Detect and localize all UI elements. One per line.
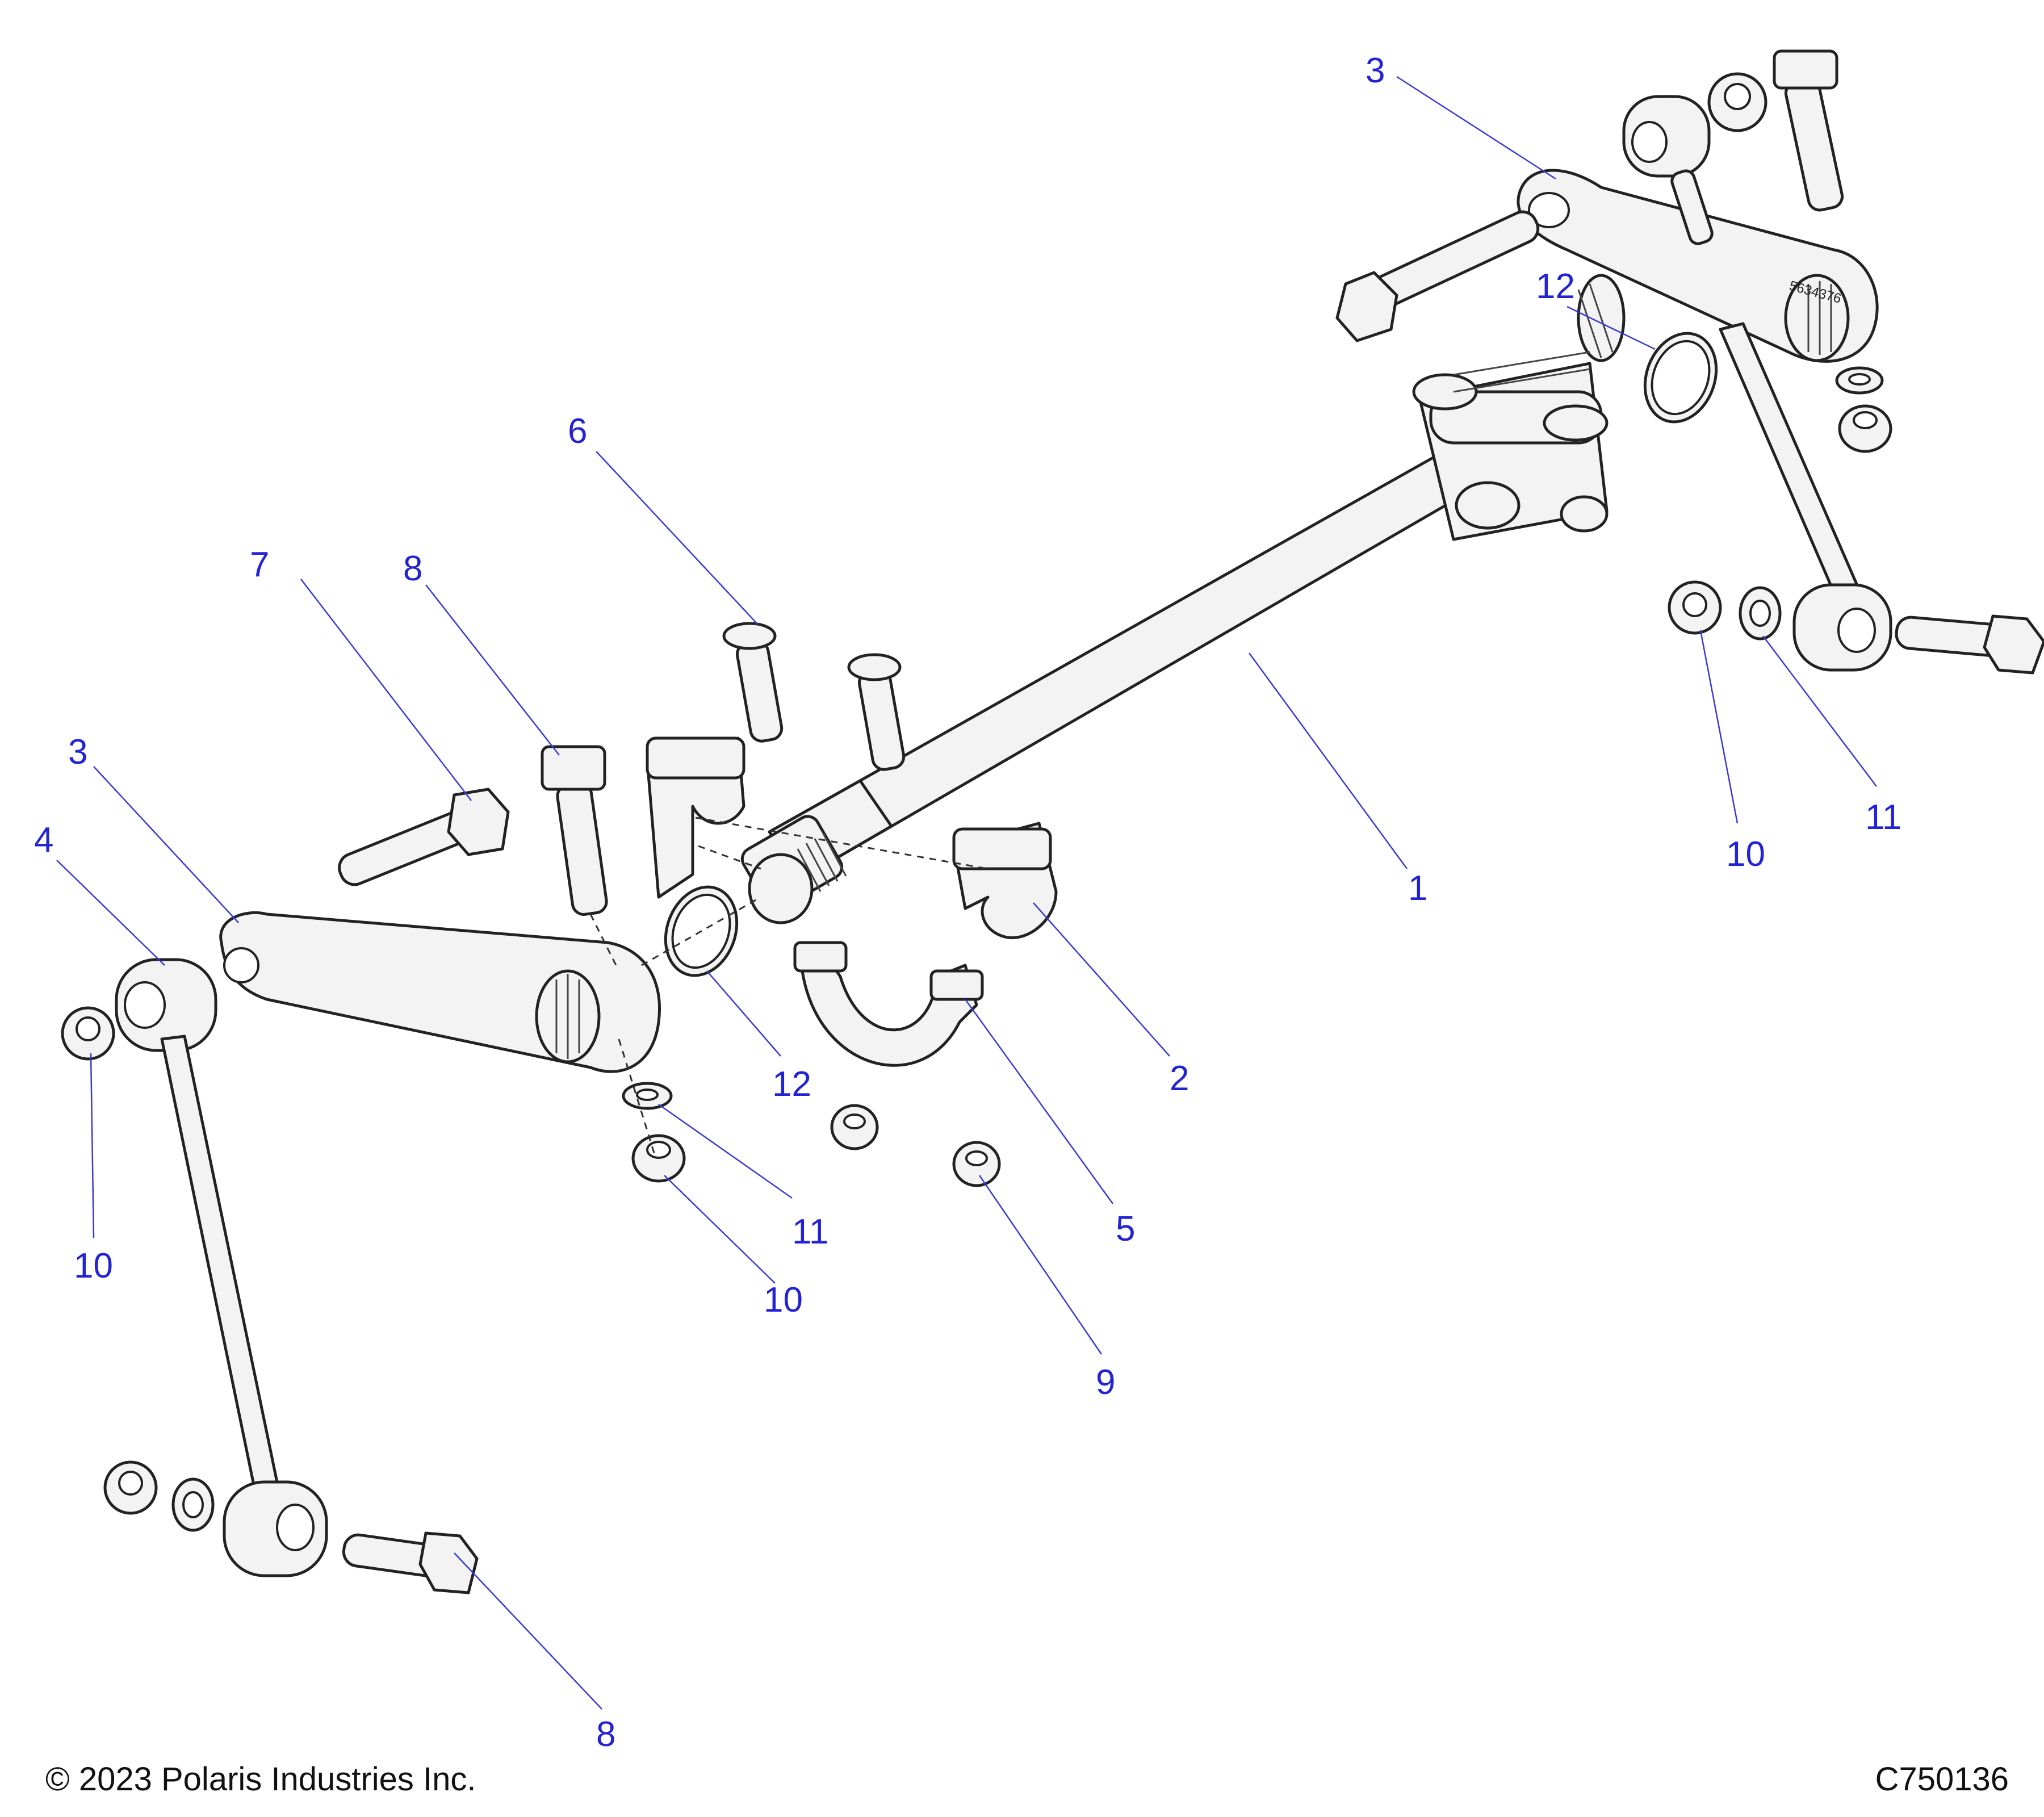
right-arm-nut	[1838, 404, 1892, 453]
callout-9: 9	[1096, 1363, 1115, 1402]
callout-10-right: 10	[1726, 835, 1765, 874]
retainer-bracket	[793, 941, 984, 1067]
bar-right-clamp-assembly	[1412, 274, 1626, 541]
left-link-rod	[160, 1035, 280, 1495]
left-link-lower-bushing	[223, 1480, 328, 1577]
left-link-upper-bushing	[115, 958, 217, 1052]
right-lower-washer-11	[1739, 586, 1782, 640]
left-arm-nut-10	[631, 1134, 686, 1183]
right-top-flange-nut	[1707, 72, 1767, 132]
left-lower-nut	[103, 1460, 158, 1515]
callout-3-left: 3	[68, 732, 87, 772]
right-snap-ring-12	[1643, 332, 1718, 424]
assembly-lines	[589, 817, 989, 1159]
left-top-nut-10	[61, 1006, 115, 1061]
left-pivot-bolt-7	[338, 788, 510, 886]
callout-11-mid: 11	[792, 1212, 828, 1251]
callout-8-top: 8	[403, 549, 422, 588]
callout-12-top: 12	[1536, 267, 1575, 306]
left-arm-washer-11	[622, 1082, 673, 1110]
lever-arm-left	[219, 911, 661, 1073]
callout-5: 5	[1116, 1209, 1135, 1249]
bushing-2	[952, 822, 1058, 939]
drawing-number: C750136	[1875, 1761, 2009, 1798]
lever-arm-right: 5634376	[1517, 169, 1879, 363]
right-arm-washer	[1835, 366, 1884, 395]
bracket-nut-9	[952, 1141, 1001, 1187]
right-upper-link-bushing	[1622, 95, 1714, 245]
left-vertical-bolt-8	[541, 745, 608, 916]
callout-6: 6	[568, 412, 587, 451]
callout-10-left: 10	[74, 1246, 113, 1286]
callout-12-mid: 12	[772, 1065, 811, 1104]
callout-4: 4	[34, 820, 53, 860]
callout-3-right: 3	[1366, 51, 1385, 90]
right-lower-link-rod	[1719, 322, 1861, 601]
bar-spline-end-left	[740, 815, 847, 924]
copyright-notice: © 2023 Polaris Industries Inc.	[45, 1761, 476, 1798]
leader-lines	[56, 76, 1877, 1710]
callout-11-right: 11	[1865, 798, 1901, 837]
callout-2: 2	[1170, 1059, 1189, 1098]
pin-6-left	[722, 622, 784, 743]
right-pivot-bolt	[1335, 210, 1540, 342]
callout-10-mid: 10	[764, 1280, 803, 1320]
left-snap-ring-12	[664, 885, 739, 977]
bracket-nut-left	[830, 1104, 879, 1150]
pin-6-right	[847, 653, 906, 771]
left-lower-washer	[171, 1477, 215, 1532]
callout-7: 7	[250, 545, 269, 584]
left-lower-bolt-8	[342, 1531, 479, 1594]
right-lower-nut-10	[1668, 580, 1722, 635]
right-top-bolt	[1773, 49, 1844, 212]
bushing-upper-left	[646, 736, 745, 899]
right-lower-link-bushing	[1792, 583, 1892, 672]
callouts: 1 2 3 3 4 5 6 7 8 8 9 10 10 10 11 11 12 …	[34, 51, 1901, 1754]
callout-1: 1	[1408, 869, 1427, 908]
stabilizer-bar	[740, 274, 1626, 924]
right-lower-bolt	[1895, 614, 2044, 675]
callout-8-bottom: 8	[596, 1715, 615, 1754]
